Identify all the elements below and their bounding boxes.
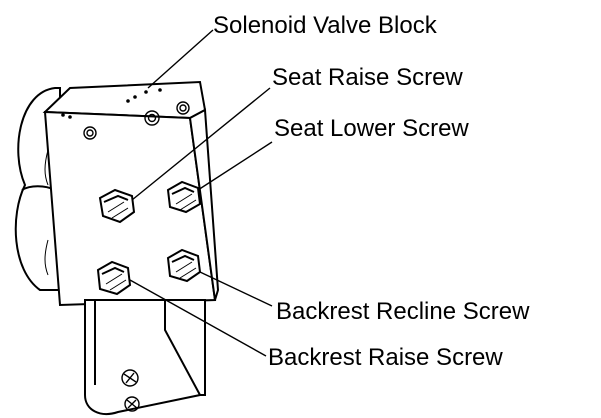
bracket-screw-1	[121, 369, 139, 387]
bracket-screw-2	[124, 396, 140, 412]
leader-lines	[129, 29, 273, 357]
label-seat-lower-screw: Seat Lower Screw	[274, 115, 469, 142]
leader-backrest-recline-screw	[199, 271, 273, 307]
mounting-bracket	[84, 299, 207, 415]
top-port-3	[176, 101, 190, 115]
label-solenoid-valve-block: Solenoid Valve Block	[213, 12, 437, 39]
leader-backrest-raise-screw	[129, 279, 267, 357]
leader-seat-lower-screw	[197, 141, 273, 191]
label-backrest-recline-screw: Backrest Recline Screw	[276, 298, 530, 325]
top-port-2	[144, 110, 160, 126]
seat-lower-screw-part	[166, 180, 202, 214]
leader-solenoid-valve-block	[147, 29, 214, 89]
label-backrest-raise-screw: Backrest Raise Screw	[268, 344, 503, 371]
leader-seat-raise-screw	[131, 87, 271, 201]
label-seat-raise-screw: Seat Raise Screw	[272, 64, 463, 91]
top-port-1	[83, 126, 97, 140]
backrest-recline-screw-part	[166, 248, 202, 283]
backrest-raise-screw-part	[96, 260, 132, 296]
seat-raise-screw-part	[98, 188, 136, 224]
